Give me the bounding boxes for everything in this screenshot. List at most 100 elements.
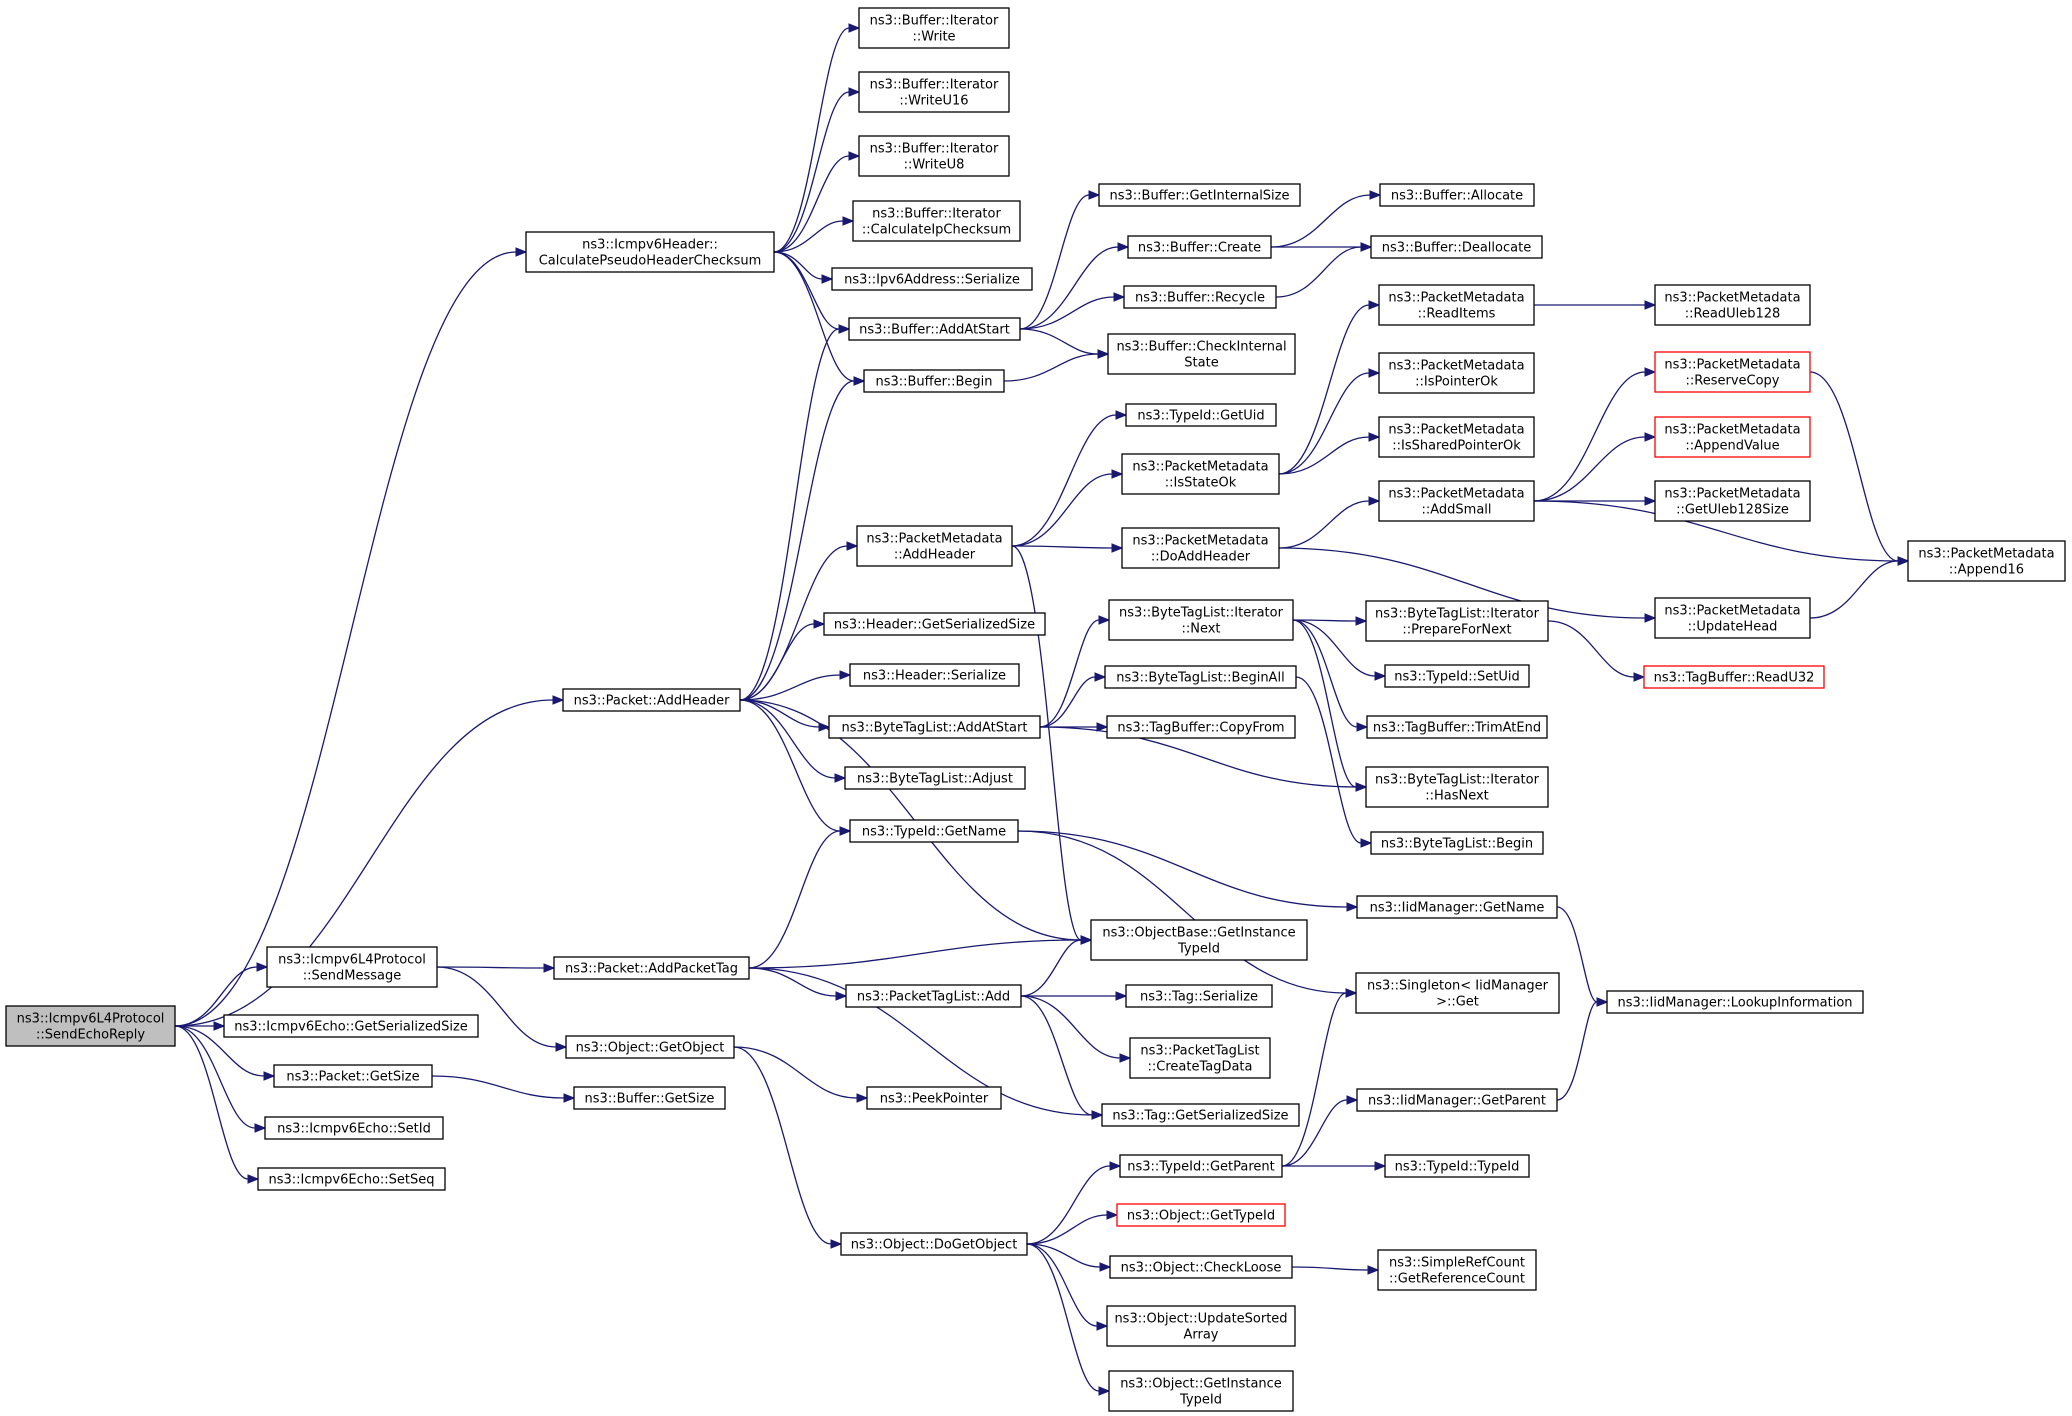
node-sendMessage[interactable]: ns3::Icmpv6L4Protocol::SendMessage (266, 946, 438, 988)
node-label: ns3::Buffer::AddAtStart (859, 323, 1010, 338)
node-echoSetId[interactable]: ns3::Icmpv6Echo::SetId (264, 1116, 444, 1140)
node-hdrGetSer[interactable]: ns3::Header::GetSerializedSize (823, 612, 1046, 636)
node-btlItPrepare[interactable]: ns3::ByteTagList::Iterator::PrepareForNe… (1365, 600, 1549, 642)
edge-root-to-echoSetSeq (174, 1025, 260, 1184)
node-btlBegin[interactable]: ns3::ByteTagList::Begin (1370, 831, 1544, 855)
node-pmIsShared[interactable]: ns3::PacketMetadata::IsSharedPointerOk (1378, 416, 1535, 458)
node-iidGetParent[interactable]: ns3::IidManager::GetParent (1356, 1088, 1558, 1112)
node-label: ::IsSharedPointerOk (1392, 439, 1521, 454)
node-label: ns3::Buffer::Iterator (870, 142, 999, 157)
edge-btlItNext-to-typeSetUid (1292, 619, 1387, 681)
node-label: ns3::ByteTagList::Iterator (1375, 607, 1540, 622)
node-iidGetName[interactable]: ns3::IidManager::GetName (1356, 895, 1558, 919)
node-label: ns3::PacketMetadata (1132, 534, 1268, 549)
node-pmGetUleb[interactable]: ns3::PacketMetadata::GetUleb128Size (1654, 480, 1811, 522)
node-label: ns3::PacketMetadata (1388, 291, 1524, 306)
node-ipv6Ser[interactable]: ns3::Ipv6Address::Serialize (831, 267, 1033, 291)
node-btlAdjust[interactable]: ns3::ByteTagList::Adjust (844, 766, 1026, 790)
node-itCalcIp[interactable]: ns3::Buffer::Iterator::CalculateIpChecks… (852, 200, 1021, 242)
edge-ptlAdd-to-objBaseGetInst (1020, 935, 1093, 997)
node-label: ns3::Object::CheckLoose (1121, 1261, 1282, 1276)
node-tagGetSer[interactable]: ns3::Tag::GetSerializedSize (1101, 1103, 1300, 1127)
node-pktGetSize[interactable]: ns3::Packet::GetSize (273, 1064, 433, 1088)
node-bufBegin[interactable]: ns3::Buffer::Begin (863, 369, 1005, 393)
node-label: ns3::TypeId::SetUid (1394, 670, 1519, 685)
node-bufDealloc[interactable]: ns3::Buffer::Deallocate (1370, 235, 1543, 259)
node-label: ns3::Object::UpdateSorted (1114, 1312, 1287, 1327)
node-label: ns3::Icmpv6L4Protocol (278, 953, 426, 968)
node-pmReadItems[interactable]: ns3::PacketMetadata::ReadItems (1378, 284, 1535, 326)
edge-pmReserve-to-pmAppend16 (1809, 371, 1910, 566)
node-pmDoAddHeader[interactable]: ns3::PacketMetadata::DoAddHeader (1121, 527, 1280, 569)
edge-typeGetParent-to-typeTypeId (1282, 1161, 1387, 1171)
node-bufAllocate[interactable]: ns3::Buffer::Allocate (1379, 183, 1535, 207)
node-bufCreate[interactable]: ns3::Buffer::Create (1127, 235, 1272, 259)
edge-pktAddHeader-to-hdrGetSer (739, 619, 826, 701)
node-btlItNext[interactable]: ns3::ByteTagList::Iterator::Next (1108, 599, 1294, 641)
node-typeGetUid[interactable]: ns3::TypeId::GetUid (1125, 403, 1277, 427)
node-label: ns3::Packet::GetSize (286, 1070, 419, 1085)
node-typeTypeId[interactable]: ns3::TypeId::TypeId (1384, 1154, 1530, 1178)
node-label: ns3::Icmpv6L4Protocol (17, 1012, 165, 1027)
node-pmIsStateOk[interactable]: ns3::PacketMetadata::IsStateOk (1121, 453, 1280, 495)
node-tagSer[interactable]: ns3::Tag::Serialize (1125, 984, 1273, 1008)
node-pmReadUleb[interactable]: ns3::PacketMetadata::ReadUleb128 (1654, 284, 1811, 326)
node-label: ns3::TagBuffer::CopyFrom (1117, 721, 1284, 736)
node-label: ns3::IidManager::GetName (1370, 901, 1545, 916)
node-itWriteU16[interactable]: ns3::Buffer::Iterator::WriteU16 (858, 71, 1010, 113)
node-tbReadU32[interactable]: ns3::TagBuffer::ReadU32 (1643, 665, 1825, 689)
node-bufAddAtStart[interactable]: ns3::Buffer::AddAtStart (848, 317, 1021, 341)
node-label: ns3::IidManager::GetParent (1368, 1094, 1546, 1109)
node-ptlAdd[interactable]: ns3::PacketTagList::Add (845, 984, 1022, 1008)
node-objGetObject[interactable]: ns3::Object::GetObject (565, 1035, 735, 1059)
node-label: ::WriteU8 (904, 158, 965, 173)
node-pmAddHeader[interactable]: ns3::PacketMetadata::AddHeader (856, 525, 1013, 567)
node-typeGetParent[interactable]: ns3::TypeId::GetParent (1119, 1154, 1283, 1178)
node-tbTrim[interactable]: ns3::TagBuffer::TrimAtEnd (1366, 715, 1548, 739)
node-bufGetInternal[interactable]: ns3::Buffer::GetInternalSize (1098, 183, 1301, 207)
node-label: ::ReserveCopy (1686, 374, 1780, 389)
node-simpleRef[interactable]: ns3::SimpleRefCount::GetReferenceCount (1377, 1249, 1537, 1291)
node-pmReserve[interactable]: ns3::PacketMetadata::ReserveCopy (1654, 351, 1811, 393)
node-itWriteU8[interactable]: ns3::Buffer::Iterator::WriteU8 (858, 135, 1010, 177)
nodes-layer: ns3::Icmpv6L4Protocol::SendEchoReplyns3:… (5, 7, 2066, 1412)
node-objCheckLoose[interactable]: ns3::Object::CheckLoose (1109, 1255, 1293, 1279)
node-pktAddHeader[interactable]: ns3::Packet::AddHeader (562, 688, 741, 712)
edge-objCheckLoose-to-simpleRef (1291, 1265, 1380, 1275)
node-pmAppend16[interactable]: ns3::PacketMetadata::Append16 (1907, 540, 2066, 582)
node-tbCopyFrom[interactable]: ns3::TagBuffer::CopyFrom (1106, 715, 1296, 739)
node-ptlCreate[interactable]: ns3::PacketTagList::CreateTagData (1129, 1037, 1271, 1079)
node-pktAddPacketTag[interactable]: ns3::Packet::AddPacketTag (553, 956, 750, 980)
node-singletonGet[interactable]: ns3::Singleton< IidManager>::Get (1355, 972, 1560, 1014)
node-hdrSer[interactable]: ns3::Header::Serialize (849, 663, 1020, 687)
node-peekPointer[interactable]: ns3::PeekPointer (866, 1086, 1002, 1110)
node-typeGetName[interactable]: ns3::TypeId::GetName (849, 819, 1019, 843)
node-root[interactable]: ns3::Icmpv6L4Protocol::SendEchoReply (5, 1005, 176, 1047)
node-echoSetSeq[interactable]: ns3::Icmpv6Echo::SetSeq (257, 1167, 446, 1191)
node-pmUpdHead[interactable]: ns3::PacketMetadata::UpdateHead (1654, 597, 1811, 639)
node-objGetTypeId[interactable]: ns3::Object::GetTypeId (1116, 1203, 1286, 1227)
node-bufGetSize[interactable]: ns3::Buffer::GetSize (573, 1086, 726, 1110)
edge-typeGetName-to-singletonGet (1017, 830, 1358, 998)
node-btlBeginAll[interactable]: ns3::ByteTagList::BeginAll (1104, 665, 1297, 689)
node-echoSerSize[interactable]: ns3::Icmpv6Echo::GetSerializedSize (223, 1014, 479, 1038)
node-typeSetUid[interactable]: ns3::TypeId::SetUid (1384, 664, 1530, 688)
node-btlAddAtStart[interactable]: ns3::ByteTagList::AddAtStart (828, 715, 1041, 739)
node-btlItHasNext[interactable]: ns3::ByteTagList::Iterator::HasNext (1365, 766, 1549, 808)
node-objDoGetObject[interactable]: ns3::Object::DoGetObject (840, 1232, 1028, 1256)
node-pmAppendVal[interactable]: ns3::PacketMetadata::AppendValue (1654, 416, 1811, 458)
node-label: ns3::Icmpv6Echo::SetId (277, 1122, 431, 1137)
node-pmIsPtrOk[interactable]: ns3::PacketMetadata::IsPointerOk (1378, 352, 1535, 394)
node-iidLookup[interactable]: ns3::IidManager::LookupInformation (1606, 990, 1864, 1014)
node-calcPseudo[interactable]: ns3::Icmpv6Header::CalculatePseudoHeader… (525, 231, 775, 273)
edge-pmIsStateOk-to-pmIsPtrOk (1278, 368, 1381, 475)
edge-sendMessage-to-objGetObject (436, 966, 568, 1052)
node-bufRecycle[interactable]: ns3::Buffer::Recycle (1123, 285, 1277, 309)
node-itWrite[interactable]: ns3::Buffer::Iterator::Write (858, 7, 1010, 49)
node-label: CalculatePseudoHeaderChecksum (539, 254, 762, 269)
node-pmAddSmall[interactable]: ns3::PacketMetadata::AddSmall (1378, 480, 1535, 522)
